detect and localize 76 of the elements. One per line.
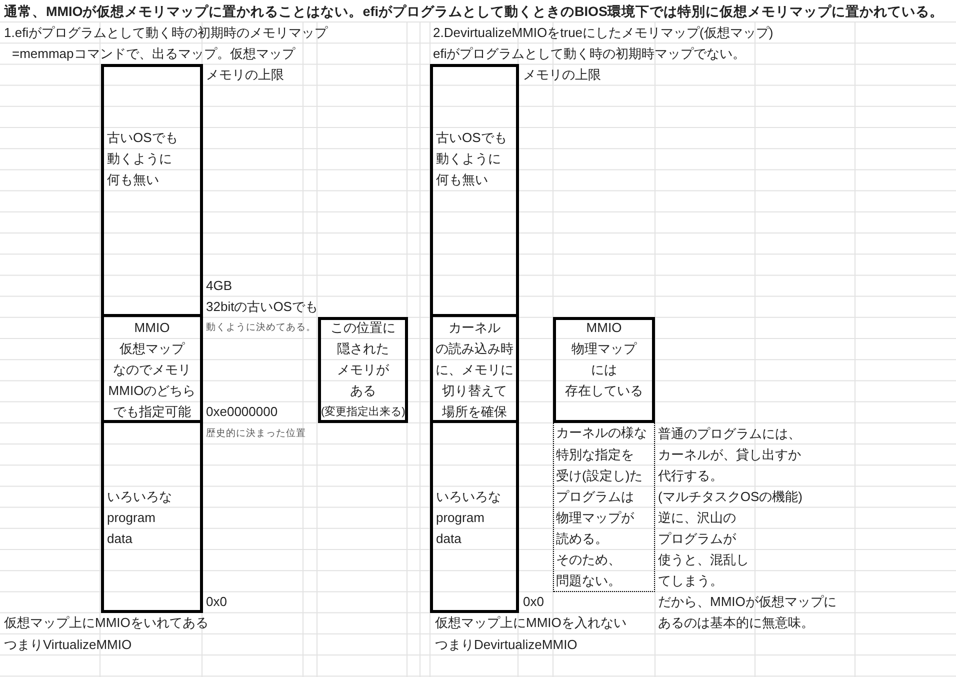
memory-region xyxy=(430,422,519,613)
box-text: 何も無い xyxy=(436,172,488,188)
cell-text: メモリの上限 xyxy=(523,66,601,83)
note-box xyxy=(553,422,655,592)
cell-text: 使うと、混乱し xyxy=(658,552,749,568)
box-text: MMIO xyxy=(585,320,623,336)
box-text: 動くように xyxy=(107,151,172,168)
box-text: ある xyxy=(349,383,377,400)
box-text: 何も無い xyxy=(107,172,159,188)
cell-text: 普通のプログラムには、 xyxy=(658,426,801,442)
cell-text: 4GB xyxy=(206,278,232,294)
cell-text: メモリの上限 xyxy=(206,66,284,83)
cell-text: 仮想マップ上にMMIOを入れない xyxy=(435,615,626,632)
cell-text: あるのは基本的に無意味。 xyxy=(658,615,814,632)
memory-region xyxy=(101,317,203,423)
box-text: には xyxy=(590,362,618,378)
box-text: MMIOのどちら xyxy=(107,383,197,400)
box-text: 物理マップ xyxy=(570,341,638,358)
cell-text: カーネルが、貸し出すか xyxy=(658,446,801,463)
box-text: data xyxy=(436,530,462,547)
memory-region xyxy=(101,422,203,613)
title: 通常、MMIOが仮想メモリマップに置かれることはない。efiがプログラムとして動くときのBIOS環境下では特別に仮想メモリマップに置かれている。 xyxy=(4,4,944,20)
cell-text: 1.efiがプログラムとして動く時の初期時のメモリマップ xyxy=(4,24,328,41)
note-text: 歴史的に決まった位置 xyxy=(206,426,306,440)
cell-text: 32bitの古いOSでも xyxy=(206,298,318,315)
cell-text: 仮想マップ上にMMIOをいれてある xyxy=(4,615,208,632)
cell-text: 0x0 xyxy=(206,594,227,610)
box-text: program xyxy=(107,510,156,526)
box-text: 動くように xyxy=(436,151,501,168)
cell-text: =memmapコマンドで、出るマップ。仮想マップ xyxy=(12,46,295,62)
physical-map-box xyxy=(553,317,655,423)
box-text: に、メモリに xyxy=(434,362,514,378)
cell-text: (マルチタスクOSの機能) xyxy=(658,488,802,505)
box-text: 受け(設定し)た xyxy=(556,468,643,484)
cell-text: 0x0 xyxy=(523,594,544,610)
box-text: カーネル xyxy=(448,320,502,336)
box-text: でも指定可能 xyxy=(112,404,192,420)
box-text: 隠された xyxy=(336,341,390,358)
note-text: 動くように決めてある。 xyxy=(206,321,316,335)
box-text: なのでメモリ xyxy=(112,362,192,378)
hidden-memory-box xyxy=(318,317,408,423)
box-text: program xyxy=(436,510,484,526)
memory-region xyxy=(430,317,519,423)
box-text: 切り替えて xyxy=(441,383,508,400)
box-text: いろいろな xyxy=(107,488,172,505)
box-text: の読み込み時 xyxy=(434,341,514,358)
box-text: 読める。 xyxy=(556,530,608,547)
box-text: カーネルの様な xyxy=(556,425,647,442)
box-text: 特別な指定を xyxy=(556,446,634,463)
box-text: そのため、 xyxy=(556,552,621,568)
box-text: メモリが xyxy=(336,362,390,378)
box-text: (変更指定出来る) xyxy=(321,404,405,420)
box-text: 古いOSでも xyxy=(107,130,178,146)
box-text: 古いOSでも xyxy=(436,130,507,146)
memory-region xyxy=(101,64,203,318)
box-text: いろいろな xyxy=(436,488,501,505)
cell-text: 2.DevirtualizeMMIOをtrueにしたメモリマップ(仮想マップ) xyxy=(433,24,774,41)
box-text: MMIO xyxy=(133,320,171,336)
cell-text: 代行する。 xyxy=(658,468,723,484)
cell-text: プログラムが xyxy=(658,531,736,547)
cell-text: つまりVirtualizeMMIO xyxy=(4,636,132,652)
cell-text: てしまう。 xyxy=(658,573,723,590)
box-text: プログラムは xyxy=(556,488,634,505)
cell-text: だから、MMIOが仮想マップに xyxy=(658,594,836,610)
box-text: 存在している xyxy=(564,383,644,400)
box-text: 場所を確保 xyxy=(441,404,508,420)
cell-text: つまりDevirtualizeMMIO xyxy=(435,636,578,652)
cell-text: 0xe0000000 xyxy=(206,404,278,420)
box-text: 仮想マップ xyxy=(118,341,186,358)
cell-text: efiがプログラムとして動く時の初期時マップでない。 xyxy=(433,46,746,62)
box-text: data xyxy=(107,530,132,547)
box-text: 物理マップが xyxy=(556,510,634,526)
box-text: 問題ない。 xyxy=(556,573,621,590)
memory-region xyxy=(430,64,519,318)
box-text: この位置に xyxy=(330,320,396,336)
cell-text: 逆に、沢山の xyxy=(658,510,736,526)
